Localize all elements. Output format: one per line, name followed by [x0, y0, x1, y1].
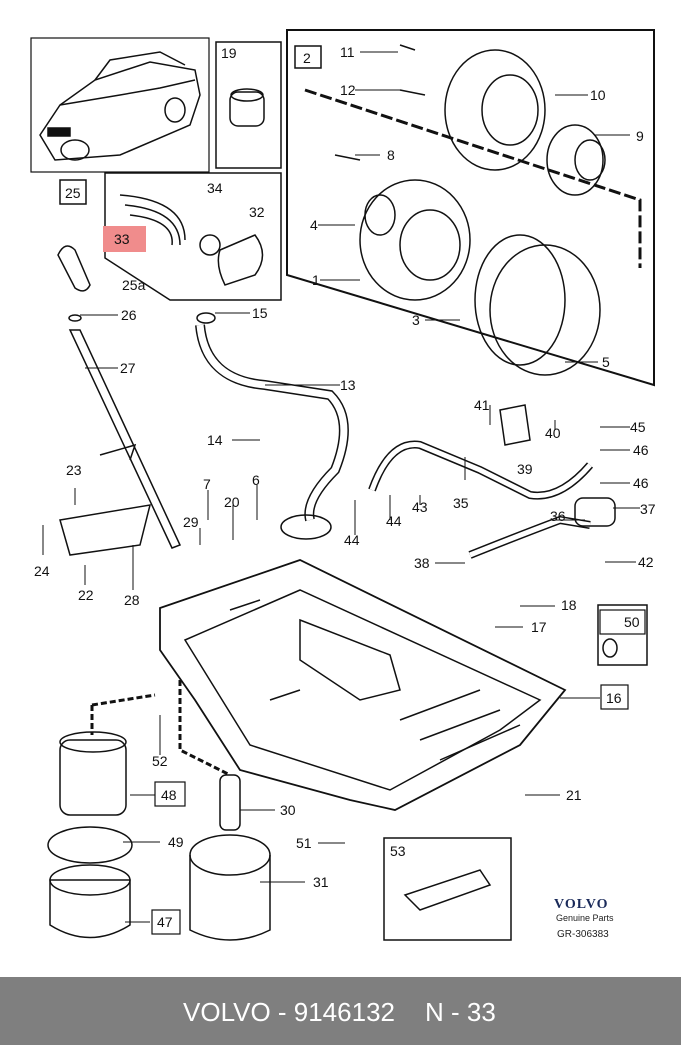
callout-33: 33 [114, 231, 130, 247]
leader-lines [42, 51, 640, 923]
callout-4: 4 [310, 217, 318, 233]
part-19-box [215, 41, 282, 169]
callout-18: 18 [561, 597, 577, 613]
callout-39: 39 [517, 461, 533, 477]
callout-31: 31 [313, 874, 329, 890]
callout-48: 48 [161, 787, 177, 803]
callout-29: 29 [183, 514, 199, 530]
callout-2: 2 [303, 50, 311, 66]
diagram-code: GR-306383 [557, 929, 609, 940]
footer-position: N - 33 [425, 997, 496, 1027]
callout-46b: 46 [633, 475, 649, 491]
car-thumbnail [30, 37, 210, 173]
callout-12: 12 [340, 82, 356, 98]
callout-3: 3 [412, 312, 420, 328]
callout-5: 5 [602, 354, 610, 370]
callout-15: 15 [252, 305, 268, 321]
callout-40: 40 [545, 425, 561, 441]
callout-46a: 46 [633, 442, 649, 458]
callout-34: 34 [207, 180, 223, 196]
oil-pickup-tube [195, 312, 349, 540]
callout-1: 1 [312, 272, 320, 288]
callout-20: 20 [224, 494, 240, 510]
relief-valve-box [103, 172, 282, 301]
callout-labels: 19 2 11 12 10 9 8 4 1 3 5 25 25a 34 32 3… [34, 44, 656, 930]
oil-pan [59, 504, 567, 811]
callout-43: 43 [412, 499, 428, 515]
exploded-parts-diagram: 19 2 11 12 10 9 8 4 1 3 5 25 25a 34 32 3… [30, 29, 656, 941]
callout-53: 53 [390, 843, 406, 859]
callout-13: 13 [340, 377, 356, 393]
callout-21: 21 [566, 787, 582, 803]
callout-44b: 44 [344, 532, 360, 548]
callout-30: 30 [280, 802, 296, 818]
callout-35: 35 [453, 495, 469, 511]
callout-28: 28 [124, 592, 140, 608]
callout-41: 41 [474, 397, 490, 413]
callout-26: 26 [121, 307, 137, 323]
callout-32: 32 [249, 204, 265, 220]
callout-17: 17 [531, 619, 547, 635]
label-boxes [151, 609, 646, 935]
callout-49: 49 [168, 834, 184, 850]
callout-36: 36 [550, 508, 566, 524]
callout-52: 52 [152, 753, 168, 769]
callout-47: 47 [157, 914, 173, 930]
callout-11: 11 [340, 44, 355, 60]
callout-25: 25 [65, 185, 81, 201]
callout-42: 42 [638, 554, 654, 570]
callout-24: 24 [34, 563, 50, 579]
callout-19: 19 [221, 45, 237, 61]
timing-cover-group-box [286, 29, 655, 387]
callout-6: 6 [252, 472, 260, 488]
callout-51: 51 [296, 835, 312, 851]
callout-44a: 44 [386, 513, 402, 529]
part-33-highlight [103, 226, 146, 252]
callout-16: 16 [606, 690, 622, 706]
brand-logo: VOLVO [554, 897, 609, 912]
brand-subtitle: Genuine Parts [556, 913, 614, 923]
oil-filter-parts [47, 604, 648, 941]
callout-37: 37 [640, 501, 656, 517]
callout-38: 38 [414, 555, 430, 571]
callout-45: 45 [630, 419, 646, 435]
callout-10: 10 [590, 87, 606, 103]
callout-22: 22 [78, 587, 94, 603]
oil-lines [368, 404, 616, 559]
callout-9: 9 [636, 128, 644, 144]
callout-23: 23 [66, 462, 82, 478]
dipstick [57, 179, 182, 549]
callout-27: 27 [120, 360, 136, 376]
callout-7: 7 [203, 476, 211, 492]
footer-part-number: VOLVO - 9146132 [183, 997, 395, 1027]
callout-14: 14 [207, 432, 223, 448]
callout-25a: 25a [122, 277, 146, 293]
footer-bar: VOLVO - 9146132 N - 33 [0, 977, 681, 1045]
callout-50: 50 [624, 614, 640, 630]
callout-8: 8 [387, 147, 395, 163]
